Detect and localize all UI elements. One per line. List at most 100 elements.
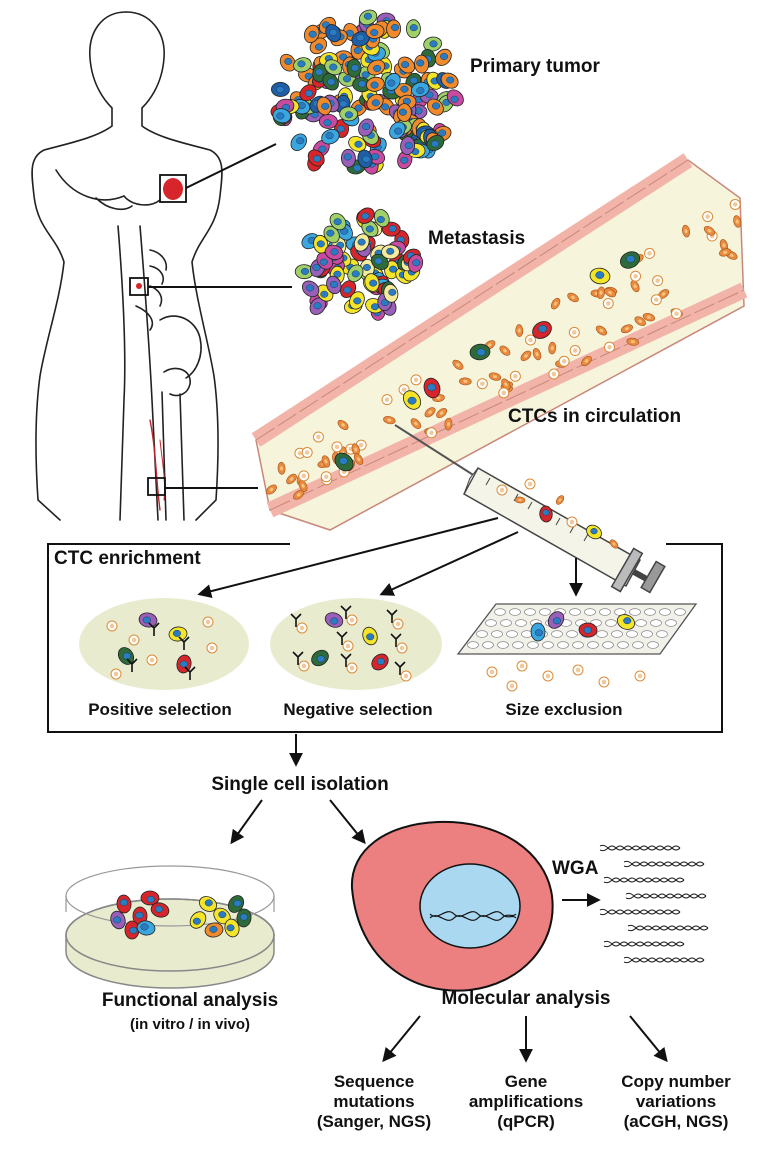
positive-selection-oval bbox=[79, 598, 249, 690]
dna-fragment-icon bbox=[623, 956, 705, 964]
label-size-exclusion: Size exclusion bbox=[505, 700, 623, 719]
blood-cell bbox=[609, 539, 619, 549]
blood-cell bbox=[410, 374, 422, 386]
cell bbox=[326, 275, 342, 295]
blood-cell bbox=[353, 453, 364, 465]
blood-cell bbox=[598, 676, 610, 688]
blood-cell bbox=[514, 496, 526, 504]
syringe-cells bbox=[496, 478, 619, 549]
antibody-icon bbox=[394, 661, 406, 675]
cell bbox=[346, 58, 362, 78]
blood-cell bbox=[548, 368, 560, 380]
dna-fragment-icon bbox=[599, 844, 681, 852]
cell bbox=[309, 37, 328, 55]
primary-tumor-cells bbox=[270, 9, 464, 175]
antibody-icon bbox=[184, 666, 196, 680]
cell bbox=[547, 611, 565, 629]
blood-cell bbox=[206, 642, 218, 654]
cell bbox=[224, 918, 240, 938]
cell bbox=[620, 251, 640, 269]
blood-cell bbox=[524, 478, 536, 490]
cell bbox=[329, 212, 347, 231]
size-exclusion-filter bbox=[456, 603, 698, 655]
cell bbox=[383, 284, 399, 303]
cell bbox=[150, 902, 170, 918]
label-copy-number-variations: Copy number variations (aCGH, NGS) bbox=[621, 1072, 731, 1132]
blood-cell bbox=[703, 225, 716, 236]
cell bbox=[213, 907, 231, 925]
blood-cell bbox=[603, 341, 615, 353]
label-negative-selection: Negative selection bbox=[283, 700, 433, 719]
cell bbox=[578, 622, 598, 638]
cell bbox=[365, 23, 385, 39]
blood-cell bbox=[499, 345, 511, 356]
blood-cell bbox=[476, 378, 488, 390]
blood-cell bbox=[558, 355, 570, 367]
blood-cell bbox=[634, 316, 646, 326]
cell bbox=[116, 894, 132, 914]
cell bbox=[324, 244, 344, 260]
blood-cell bbox=[542, 670, 554, 682]
cell bbox=[236, 908, 252, 928]
blood-cell bbox=[729, 198, 741, 210]
blood-cell bbox=[346, 662, 358, 674]
blood-cell bbox=[202, 616, 214, 628]
dna-fragment-icon bbox=[623, 860, 705, 868]
negative-selection-cells bbox=[290, 605, 412, 682]
gene-line-3: (qPCR) bbox=[497, 1112, 555, 1131]
dish-cells bbox=[110, 890, 252, 940]
label-positive-selection: Positive selection bbox=[88, 700, 232, 719]
cell bbox=[132, 906, 148, 926]
blood-cell bbox=[298, 660, 310, 672]
cell bbox=[318, 113, 338, 129]
cell bbox=[616, 614, 636, 630]
antibody-icon bbox=[292, 651, 304, 665]
cell bbox=[271, 82, 290, 97]
cell bbox=[374, 209, 390, 228]
label-ctcs-in-circulation: CTCs in circulation bbox=[508, 406, 682, 427]
cell bbox=[299, 84, 317, 102]
blood-cell bbox=[604, 288, 616, 298]
blood-cell bbox=[516, 660, 528, 672]
cell bbox=[359, 9, 378, 26]
cell bbox=[334, 452, 354, 472]
antibody-icon bbox=[178, 636, 190, 650]
label-metastasis: Metastasis bbox=[428, 228, 526, 249]
blood-cell bbox=[501, 378, 511, 391]
blood-cell bbox=[567, 292, 579, 303]
blood-cell bbox=[424, 407, 436, 418]
antibody-icon bbox=[386, 609, 398, 623]
blood-cell bbox=[296, 622, 308, 634]
blood-cell bbox=[506, 680, 518, 692]
blood-cell bbox=[298, 479, 308, 492]
cell bbox=[384, 72, 401, 91]
blood-cell bbox=[620, 324, 633, 334]
cell bbox=[189, 911, 207, 929]
cell bbox=[351, 31, 370, 47]
negative-selection-oval bbox=[270, 598, 442, 690]
blood-cell bbox=[634, 670, 646, 682]
blood-cell bbox=[425, 427, 437, 439]
copy-line-3: (aCGH, NGS) bbox=[623, 1112, 729, 1131]
cell bbox=[402, 390, 422, 410]
label-primary-tumor: Primary tumor bbox=[470, 56, 600, 77]
cell bbox=[410, 81, 430, 98]
label-gene-amplifications: Gene amplifications (qPCR) bbox=[469, 1072, 583, 1132]
blood-cell bbox=[555, 495, 565, 505]
copy-line-1: Copy number bbox=[621, 1072, 731, 1091]
blood-cell bbox=[644, 247, 656, 259]
cell bbox=[293, 57, 312, 73]
blood-cell bbox=[572, 664, 584, 676]
label-functional-analysis: Functional analysis bbox=[101, 990, 279, 1011]
cell bbox=[339, 106, 359, 122]
blood-cell bbox=[652, 275, 664, 287]
cell bbox=[426, 134, 445, 152]
blood-cell bbox=[568, 326, 580, 338]
blood-cell bbox=[626, 337, 640, 346]
blood-cell bbox=[301, 446, 313, 458]
cell bbox=[349, 291, 365, 310]
blood-cell bbox=[265, 484, 277, 495]
blood-cell bbox=[146, 654, 158, 666]
cell bbox=[348, 135, 367, 152]
